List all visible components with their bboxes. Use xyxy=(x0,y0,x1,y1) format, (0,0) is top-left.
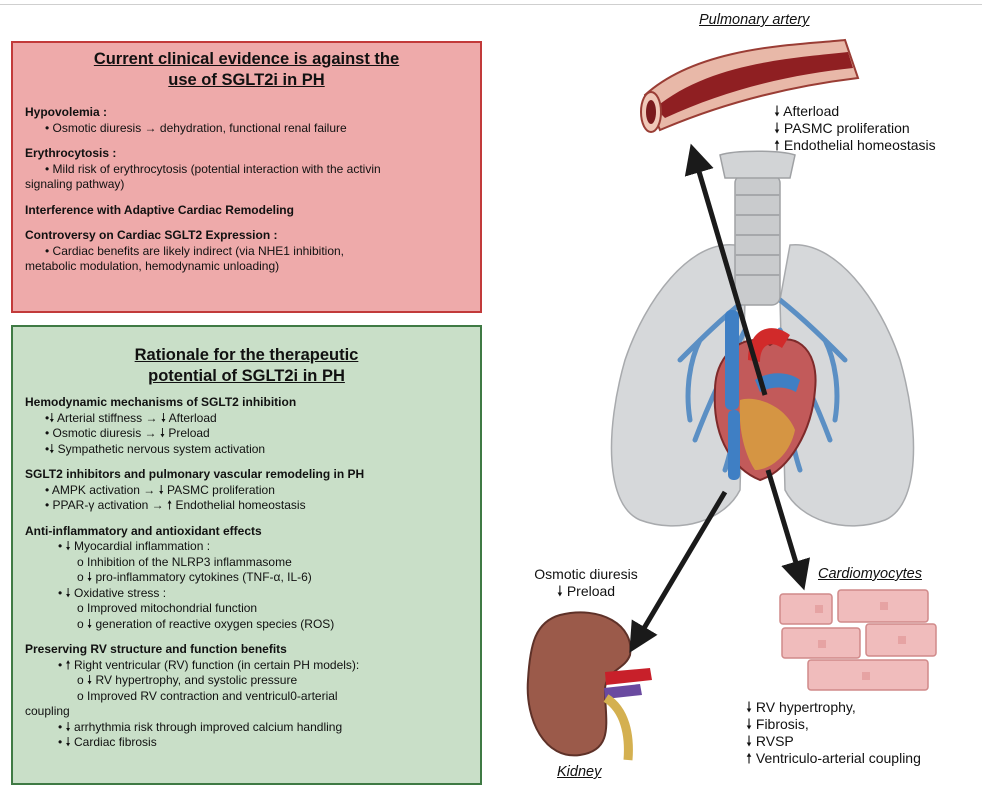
evidence-against-title: Current clinical evidence is against the… xyxy=(93,50,400,89)
rationale-panel: Rationale for the therapeutic potential … xyxy=(11,325,482,785)
heart-icon xyxy=(713,310,817,482)
top-divider xyxy=(0,4,982,5)
cardiomyocyte-effects: 🠗 RV hypertrophy, 🠗 Fibrosis, 🠗 RVSP 🠕 V… xyxy=(746,699,921,766)
hemodynamic-section: Hemodynamic mechanisms of SGLT2 inhibiti… xyxy=(25,395,297,456)
cardiac-expression-section: Controversy on Cardiac SGLT2 Expression … xyxy=(25,228,344,273)
arrow-to-cardiomyocytes xyxy=(765,469,811,591)
arrow-to-pulmonary-artery xyxy=(684,143,768,396)
anti-inflammatory-section: Anti-inflammatory and antioxidant effect… xyxy=(25,523,335,631)
vascular-remodeling-section: SGLT2 inhibitors and pulmonary vascular … xyxy=(25,467,365,512)
arrow-to-kidney xyxy=(629,490,728,653)
pulmonary-effects: 🠗 Afterload 🠗 PASMC proliferation 🠕 Endo… xyxy=(774,103,936,153)
rv-function-section: Preserving RV structure and function ben… xyxy=(25,642,360,749)
kidney-icon xyxy=(526,611,652,761)
erythrocytosis-section: Erythrocytosis : • Mild risk of erythroc… xyxy=(25,146,381,191)
kidney-title: Kidney xyxy=(557,764,602,780)
evidence-against-panel: Current clinical evidence is against the… xyxy=(11,41,482,313)
hypovolemia-section: Hypovolemia : • Osmotic diuresis → dehyd… xyxy=(25,105,347,135)
kidney-effects: Osmotic diuresis 🠗 Preload xyxy=(534,566,638,599)
pulmonary-artery-title: Pulmonary artery xyxy=(699,12,810,28)
cardiomyocytes-icon xyxy=(779,589,937,691)
trachea-icon xyxy=(719,150,796,306)
cardiomyocytes-title: Cardiomyocytes xyxy=(818,566,922,582)
pulmonary-artery-icon xyxy=(640,38,860,133)
remodeling-section: Interference with Adaptive Cardiac Remod… xyxy=(25,202,294,217)
rationale-title: Rationale for the therapeutic potential … xyxy=(134,346,359,385)
lungs-icon xyxy=(610,244,915,527)
